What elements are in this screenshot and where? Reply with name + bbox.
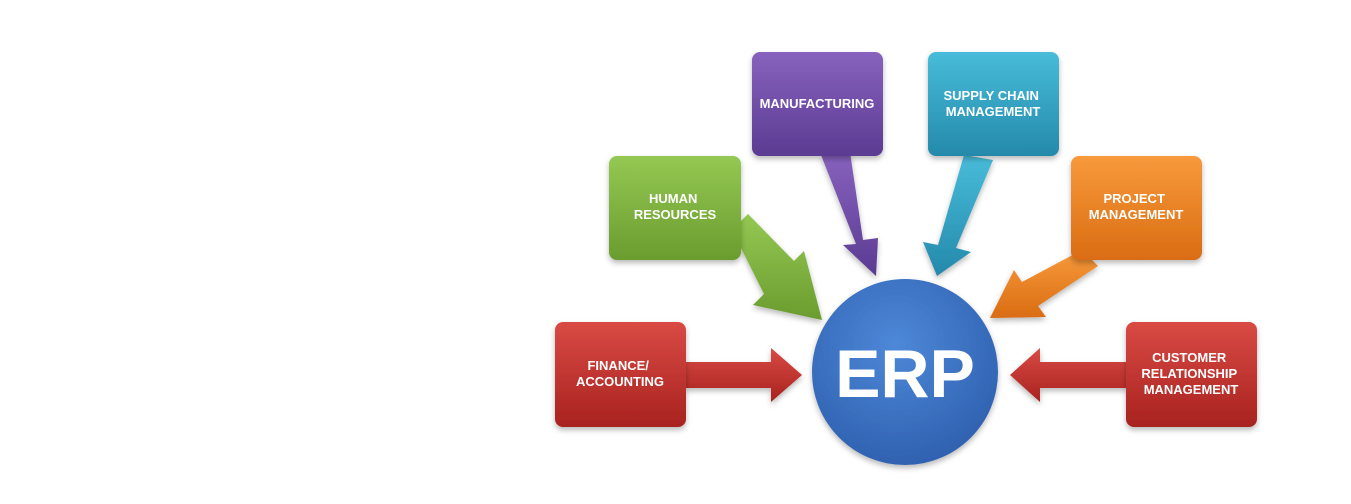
arrow-finance bbox=[685, 348, 802, 402]
module-crm bbox=[1126, 322, 1257, 427]
arrow-crm bbox=[1010, 348, 1128, 402]
module-crm-label: CUSTOMER RELATIONSHIP MANAGEMENT bbox=[1141, 350, 1240, 397]
erp-center-node bbox=[812, 279, 998, 465]
module-project bbox=[1071, 156, 1202, 260]
module-manufacturing-label: MANUFACTURING bbox=[760, 96, 875, 111]
module-supply-chain-label: SUPPLY CHAIN MANAGEMENT bbox=[944, 88, 1043, 119]
erp-label: ERP bbox=[835, 336, 975, 412]
arrow-supply-chain bbox=[923, 155, 993, 276]
arrow-manufacturing bbox=[821, 152, 878, 276]
module-manufacturing bbox=[752, 52, 883, 156]
module-project-label: PROJECT MANAGEMENT bbox=[1089, 191, 1184, 222]
module-finance-label: FINANCE/ ACCOUNTING bbox=[576, 358, 664, 389]
module-supply-chain bbox=[928, 52, 1059, 156]
module-finance bbox=[555, 322, 686, 427]
module-human-resources-label: HUMAN RESOURCES bbox=[634, 191, 717, 222]
arrow-project bbox=[990, 250, 1098, 318]
module-human-resources bbox=[609, 156, 741, 260]
arrow-human-resources bbox=[732, 214, 822, 320]
